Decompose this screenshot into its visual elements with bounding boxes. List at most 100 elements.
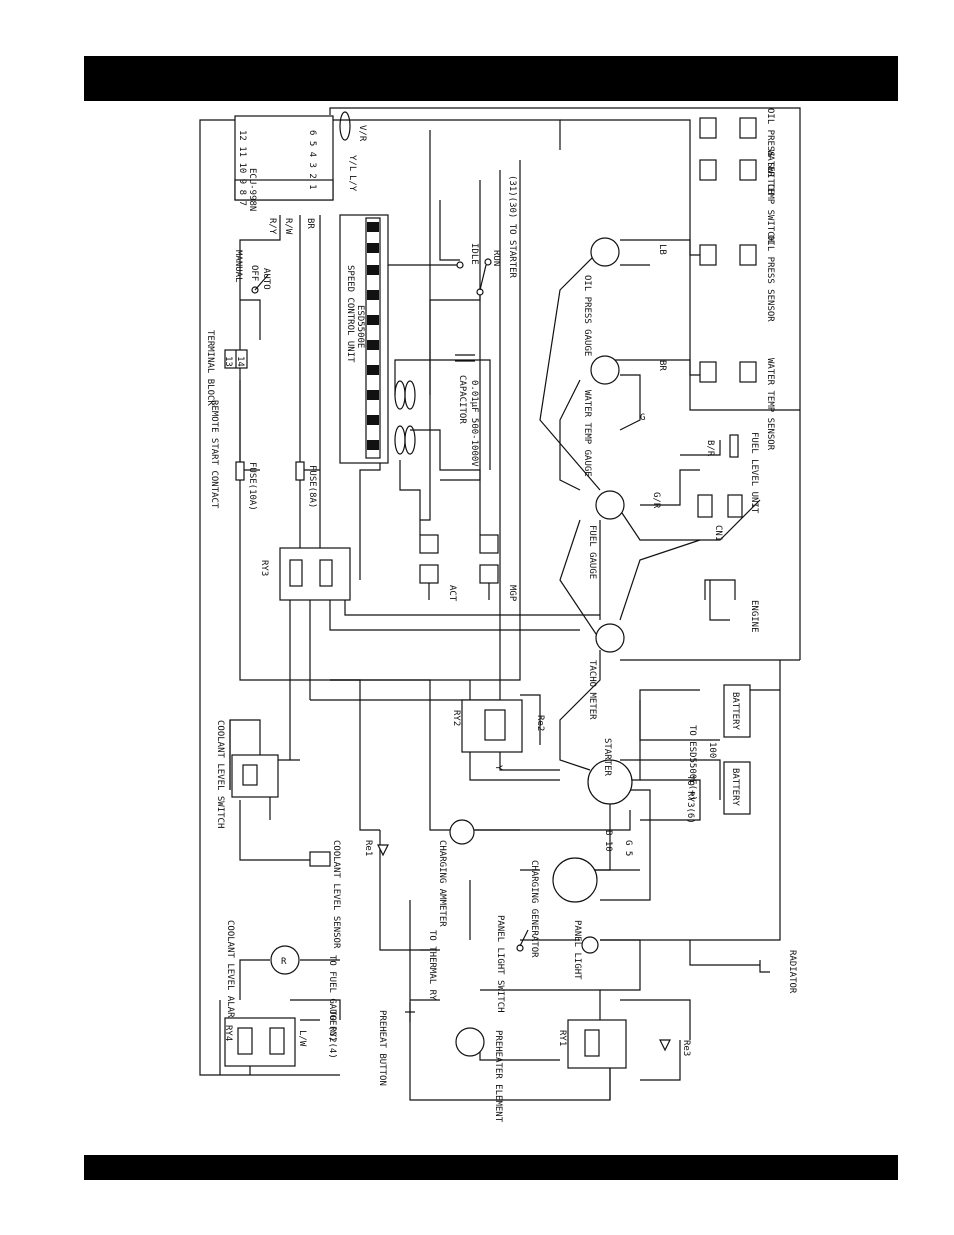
fuel-gauge-label: FUEL GAUGE [587,525,597,579]
water-temp-sensor: WATER TEMP SENSOR [699,358,775,451]
water-temp-switch: WATER TEMP SWITCH [699,150,775,242]
preheat-button-label: PREHEAT BUTTON [377,1010,387,1086]
coolant-alarm-lamp-label: COOLANT LEVEL ALARM LAMP [225,920,235,1051]
mgp-label: MGP [507,585,517,602]
wire-code-br2: BR [657,360,667,371]
ecu-pins-top: 12 11 10 9 8 7 [237,130,247,206]
charging-generator: CHARGING GENERATOR [529,857,598,958]
wire-code-y: Y [493,765,503,771]
coolant-level-sensor: COOLANT LEVEL SENSOR [309,840,341,949]
wire-code-br-fuel: B/R [705,440,715,457]
wire-code-g5: G 5 [623,840,633,856]
to-esd-label: TO ESD5500E(+) [687,725,697,801]
battery-2: BATTERY [723,761,751,815]
ecu-model: ECU-998N [247,168,257,211]
starter-motor: STARTER [587,738,633,805]
cn1-connector: CN1 [697,494,743,541]
to-ry3-label: TO RY3(6) [685,775,695,824]
to-thermal-ry-label: TO THERMAL RY [427,930,437,1001]
to-thermal-ry-arrow: TO THERMAL RY [420,930,437,1001]
actuator-connector: ACT [419,534,457,602]
wire-code-ry: R/Y [267,218,277,235]
wire-code-gr: G/R [651,492,661,509]
act-label: ACT [447,585,457,602]
fuel-level-unit-label: FUEL LEVEL UNIT [749,432,759,514]
water-temp-gauge-label: WATER TEMP GAUGE [582,390,592,477]
ry2-label: RY2 [451,710,461,726]
tacho-meter-label: TACHO METER [587,660,597,720]
terminal-block: 13 14 TERMINAL BLOCK REMOTE START CONTAC… [205,330,248,509]
water-temp-sensor-label: WATER TEMP SENSOR [765,358,775,451]
tacho-meter: TACHO METER [587,623,625,720]
idle-run-switch: IDLE RUN (31)(30) TO STARTER [456,175,517,296]
ecu-pins-bottom: 6 5 4 3 2 1 [307,130,317,190]
preheater-element: PREHEATER ELEMENT [455,1027,503,1123]
oil-press-gauge: OIL PRESS GAUGE [582,237,620,356]
relay-ry2: RY2 Re2 [451,699,545,753]
water-temp-switch-label: WATER TEMP SWITCH [765,150,775,242]
engine-ground: ENGINE [704,579,759,633]
radiator-ground: RADIATOR [759,950,797,994]
wire-code-yl: Y/L [347,155,357,171]
charging-generator-label: CHARGING GENERATOR [529,860,539,958]
relay-ry3: RY3 [259,547,351,601]
capacitor: CAPACITOR 0.01μF 500-1000V [455,354,479,467]
to-ry2-label: TO RY2(4) [327,1010,337,1059]
wire-code-vr: V/R [357,125,367,142]
fuse-10a: FUSE(10A) [235,461,257,511]
charging-ammeter: CHARGING AMMETER [437,819,475,927]
charging-ammeter-label: CHARGING AMMETER [437,840,447,927]
footer-bar [84,1155,898,1180]
radiator-label: RADIATOR [787,950,797,994]
relay-ry4: RY4 TO RY2(4) [223,1010,337,1067]
alarm-lamp-letter: R [281,957,287,967]
engine-label: ENGINE [749,600,759,633]
speed-control-title: SPEED CONTROL UNIT [345,265,355,363]
mgp-connector: MGP [479,534,517,602]
manual-off-auto-switch: MANUAL OFF AUTO [233,250,271,294]
preheat-button: PREHEAT BUTTON [377,1002,415,1086]
preheater-element-label: PREHEATER ELEMENT [493,1030,503,1123]
cn1-label: CN1 [713,525,723,541]
coolant-alarm-lamp: R COOLANT LEVEL ALARM LAMP TO FUEL GAUGE… [225,920,337,1051]
fuel-gauge: FUEL GAUGE [587,490,625,579]
re3-label: Re3 [681,1040,691,1056]
fuse-10a-label: FUSE(10A) [247,462,257,511]
ry1-label: RY1 [557,1030,567,1046]
wire-code-labels: G LB BR B/R G/R Y L/W B 10 G 5 [297,244,715,1047]
panel-light-switch: PANEL LIGHT SWITCH [495,915,529,1013]
oil-press-gauge-label: OIL PRESS GAUGE [582,275,592,356]
re1-label: Re1 [363,840,373,856]
ry3-label: RY3 [259,560,269,576]
fuel-level-unit: FUEL LEVEL UNIT [729,432,759,514]
terminal-block-label: TERMINAL BLOCK [205,330,215,406]
manual-label: MANUAL [233,250,243,283]
header-bar [84,56,898,101]
signal-couplers [339,111,416,455]
wire-code-ly: L/Y [347,175,357,192]
coolant-level-switch-label: COOLANT LEVEL SWITCH [215,720,225,828]
diode-re3: Re3 [659,1039,691,1056]
wire-code-br: BR [305,218,315,229]
water-temp-gauge: WATER TEMP GAUGE [582,355,620,477]
fuse-8a-label: FUSE(8A) [307,465,317,508]
to-starter-label: (31)(30) TO STARTER [507,175,517,279]
wire-code-rw: R/W [283,218,293,235]
speed-control-model: ESD5500E [355,305,365,348]
wire-code-b10: B 10 [603,830,613,852]
terminal-pin-14: 14 [235,356,245,367]
speed-control-unit: SPEED CONTROL UNIT ESD5500E [339,214,389,464]
starter-label: STARTER [602,738,612,777]
diode-re1: Re1 [363,840,389,857]
capacitor-title: CAPACITOR [457,375,467,424]
auto-label: AUTO [261,268,271,290]
capacitor-rating: 0.01μF 500-1000V [469,380,479,467]
battery-2-label: BATTERY [730,768,740,807]
panel-light-label: PANEL LIGHT [572,920,582,980]
coolant-level-sensor-label: COOLANT LEVEL SENSOR [331,840,341,949]
oil-press-switch-label: OIL PRESS SWITCH [765,108,775,195]
ry4-label: RY4 [223,1025,233,1041]
off-label: OFF [249,265,259,281]
remote-start-contact-label: REMOTE START CONTACT [209,400,219,509]
